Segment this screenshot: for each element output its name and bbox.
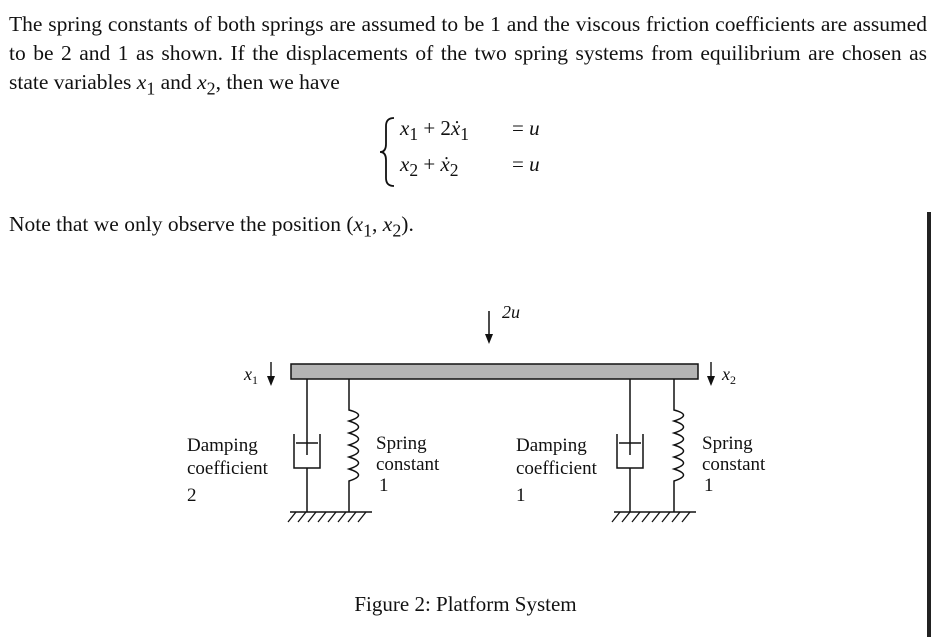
svg-text:1: 1 [704, 475, 714, 496]
svg-text:2: 2 [187, 485, 197, 506]
svg-text:1: 1 [516, 485, 526, 506]
equation-system: x1 + 2ẋ1 = u x2 + ẋ2 = u [378, 112, 618, 192]
svg-text:1: 1 [379, 475, 389, 496]
right-displacement-arrow-icon [707, 362, 715, 386]
svg-text:Spring: Spring [376, 433, 427, 454]
svg-text:coefficient: coefficient [187, 458, 269, 479]
right-damper-icon [616, 379, 644, 512]
left-spring-label: Spring constant 1 [376, 433, 440, 496]
equation-2-lhs: x2 + ẋ2 [400, 152, 459, 181]
svg-text:Damping: Damping [187, 435, 258, 456]
svg-text:constant: constant [376, 454, 440, 475]
left-damper-label: Damping coefficient 2 [187, 435, 269, 506]
platform-bar [290, 363, 699, 380]
var-x1: x [136, 70, 147, 94]
svg-text:Spring: Spring [702, 433, 753, 454]
svg-text:constant: constant [702, 454, 766, 475]
svg-text:Damping: Damping [516, 435, 587, 456]
left-brace-icon [379, 117, 395, 187]
force-label: 2u [502, 302, 520, 322]
left-spring-icon [346, 379, 360, 512]
observation-paragraph: Note that we only observe the position (… [9, 212, 414, 241]
equation-1-lhs: x1 + 2ẋ1 [400, 116, 469, 145]
svg-text:coefficient: coefficient [516, 458, 598, 479]
left-displacement-label: x1 [243, 364, 258, 387]
intro-paragraph: The spring constants of both springs are… [9, 12, 927, 99]
left-displacement-arrow-icon [267, 362, 275, 386]
figure-caption: Figure 2: Platform System [354, 592, 577, 616]
scrollbar-edge[interactable] [927, 212, 931, 637]
var-x2: x [197, 70, 207, 94]
equation-1-rhs: = u [512, 116, 540, 140]
right-displacement-label: x2 [721, 364, 736, 387]
right-spring-icon [671, 379, 685, 512]
force-arrow-icon [485, 311, 493, 344]
left-damper-icon [293, 379, 321, 512]
platform-system-figure: 2u x1 x2 [187, 302, 766, 523]
right-spring-label: Spring constant 1 [702, 433, 766, 496]
equation-2-rhs: = u [512, 152, 540, 176]
right-ground-icon [611, 511, 696, 523]
right-damper-label: Damping coefficient 1 [516, 435, 598, 506]
left-ground-icon [287, 511, 372, 523]
